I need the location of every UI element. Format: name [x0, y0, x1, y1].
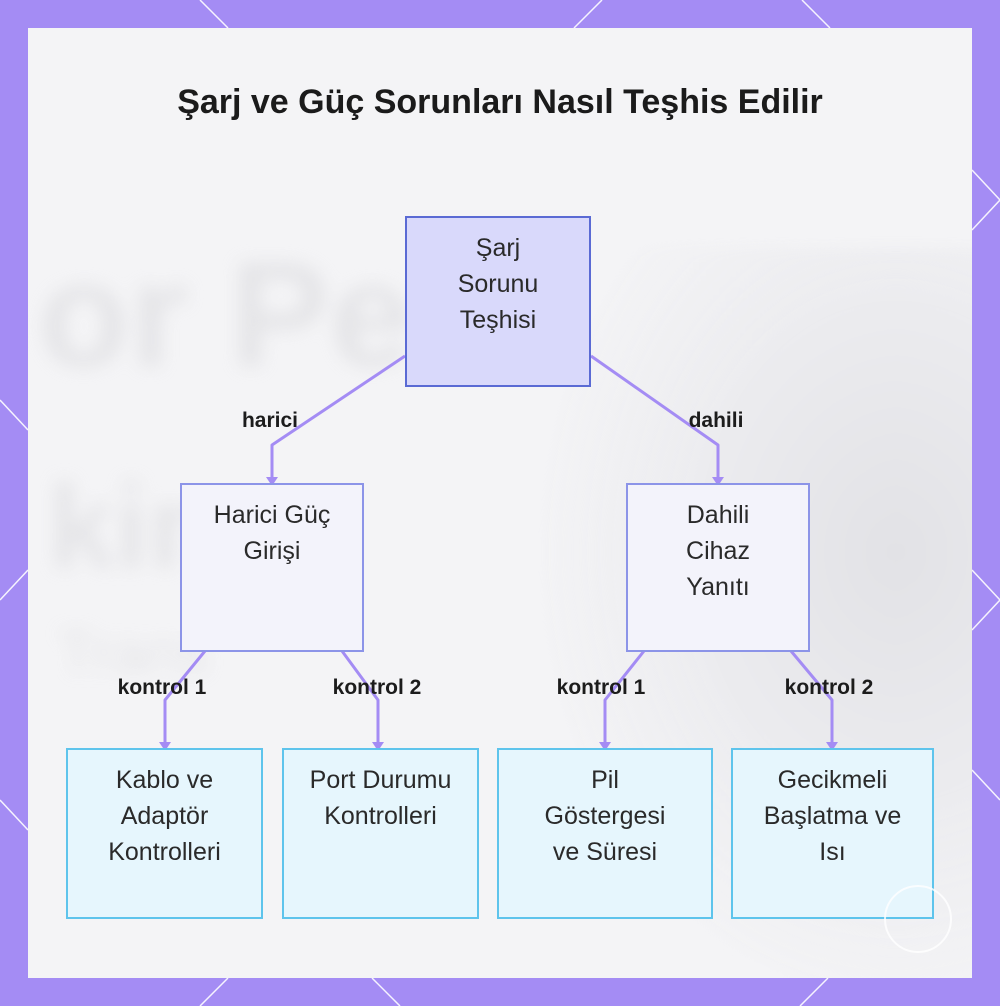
- edge-label-dahili: dahili: [688, 409, 744, 432]
- diagram-title: Şarj ve Güç Sorunları Nasıl Teşhis Edili…: [177, 83, 823, 121]
- edge-arrowhead: [826, 742, 838, 751]
- edge-label-harici: harici: [241, 409, 299, 432]
- edge-label-kontrol-1: kontrol 1: [556, 676, 646, 699]
- node-label: Port Durumu Kontrolleri: [309, 766, 452, 830]
- node-label: Şarj Sorunu Teşhisi: [457, 234, 539, 334]
- node-pil-gostergesi-ve-suresi[interactable]: Pil Göstergesi ve Süresi: [497, 748, 713, 919]
- edge-label-kontrol-2: kontrol 2: [332, 676, 422, 699]
- node-dahili-cihaz-yaniti[interactable]: Dahili Cihaz Yanıtı: [626, 483, 810, 652]
- edge-internal-delayed: [789, 650, 834, 747]
- edge-arrowhead: [372, 742, 384, 751]
- node-label: Harici Güç Girişi: [213, 501, 331, 565]
- node-label: Kablo ve Adaptör Kontrolleri: [108, 766, 221, 866]
- node-label: Gecikmeli Başlatma ve Isı: [763, 766, 902, 866]
- edge-internal-battery: [603, 650, 646, 747]
- node-label: Dahili Cihaz Yanıtı: [686, 501, 750, 601]
- edge-arrowhead: [266, 477, 278, 486]
- node-label: Pil Göstergesi ve Süresi: [544, 766, 666, 866]
- edge-label-kontrol-1: kontrol 1: [117, 676, 207, 699]
- edge-external-port: [340, 650, 380, 747]
- edge-root-external: [270, 354, 406, 482]
- edge-root-internal: [590, 354, 720, 482]
- edge-external-cable: [163, 650, 207, 747]
- node-harici-guc-girisi[interactable]: Harici Güç Girişi: [180, 483, 364, 652]
- edge-arrowhead: [599, 742, 611, 751]
- edge-arrowhead: [159, 742, 171, 751]
- background-ghost-text: or Per: [38, 230, 472, 398]
- node-sarj-sorunu-teshisi[interactable]: Şarj Sorunu Teşhisi: [405, 216, 591, 387]
- node-kablo-ve-adaptor-kontrolleri[interactable]: Kablo ve Adaptör Kontrolleri: [66, 748, 263, 919]
- watermark-logo-icon: [884, 885, 952, 953]
- node-port-durumu-kontrolleri[interactable]: Port Durumu Kontrolleri: [282, 748, 479, 919]
- edge-label-kontrol-2: kontrol 2: [784, 676, 874, 699]
- edge-arrowhead: [712, 477, 724, 486]
